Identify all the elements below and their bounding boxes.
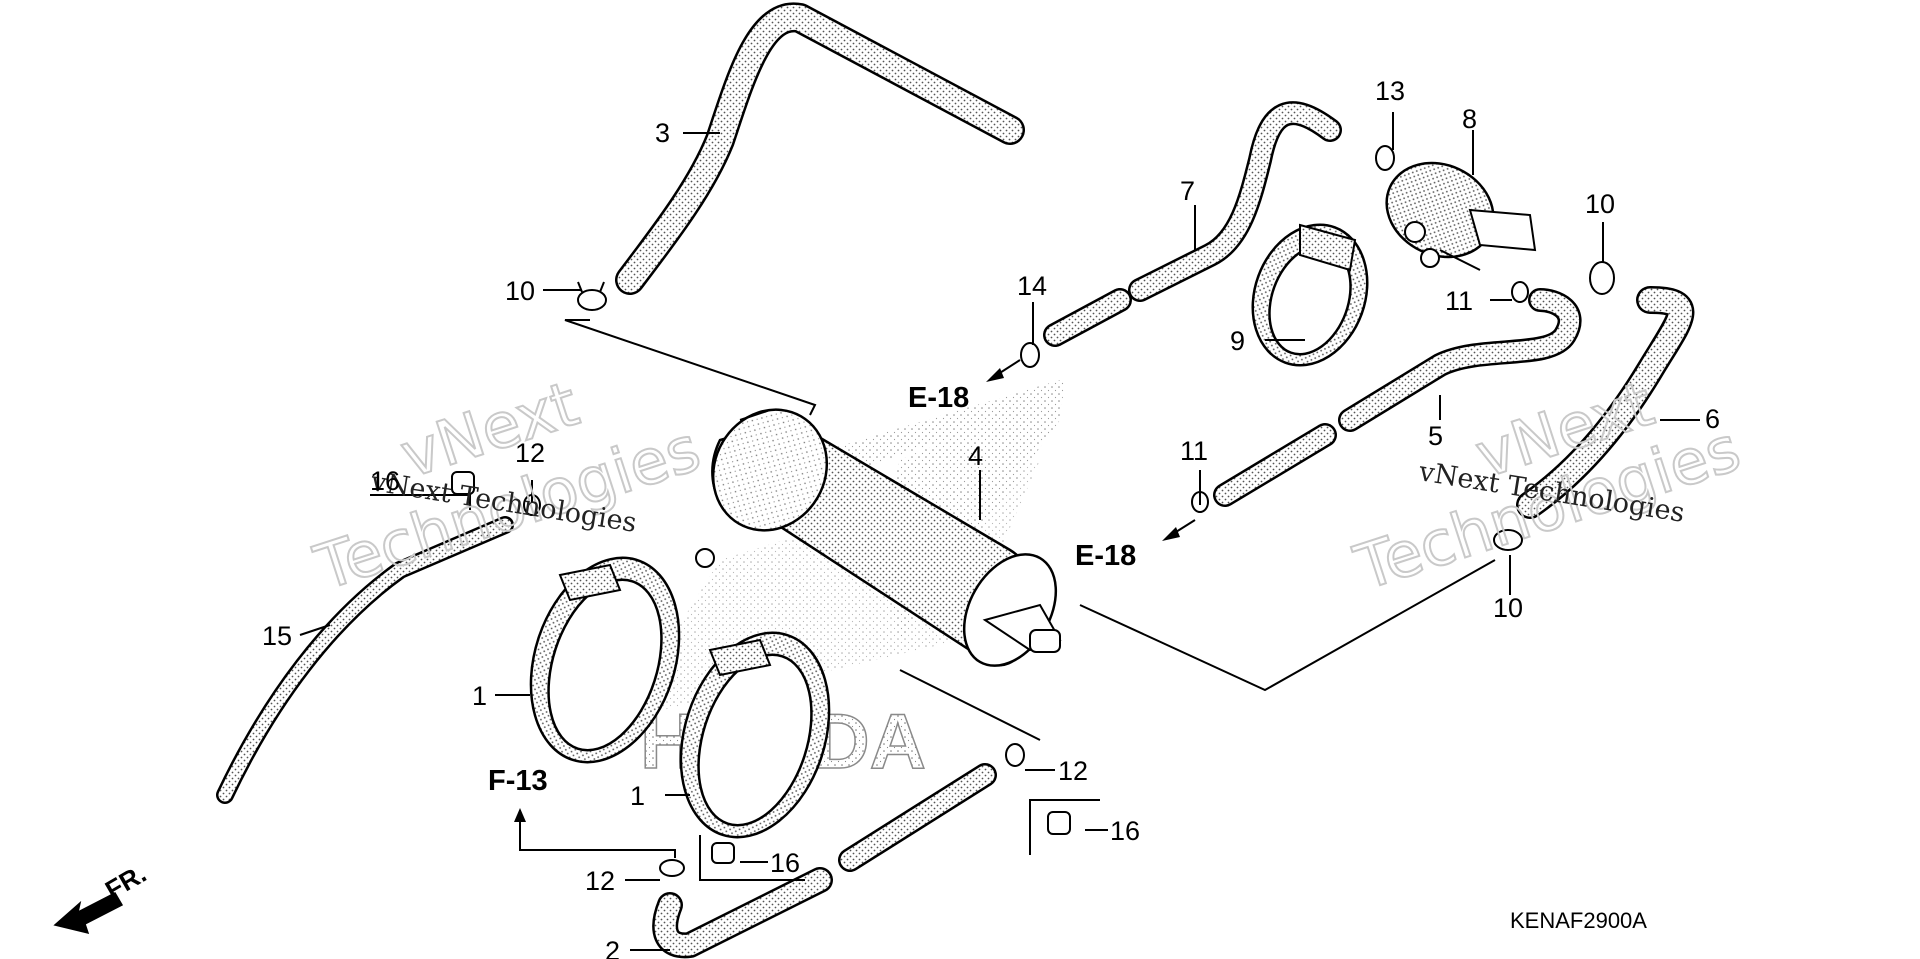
- ref-f13: F-13: [488, 765, 548, 797]
- hose-part-7: [1043, 101, 1342, 347]
- callout-1-lower: 1: [630, 781, 645, 811]
- clamp-part-11-upper: [1511, 281, 1529, 303]
- callout-1-upper: 1: [472, 681, 487, 711]
- arrow-f13: [514, 808, 526, 825]
- band-part-1-upper: [529, 556, 681, 764]
- callout-5: 5: [1428, 421, 1443, 451]
- callout-14: 14: [1017, 271, 1047, 301]
- callout-12-mid: 12: [1058, 756, 1088, 786]
- diagram-code: KENAF2900A: [1510, 908, 1647, 933]
- callout-10-right: 10: [1585, 189, 1615, 219]
- callout-4: 4: [968, 441, 983, 471]
- bracket-part-9: [1251, 223, 1369, 367]
- callout-16-left: 16: [370, 466, 400, 496]
- callout-12-left: 12: [515, 438, 545, 468]
- clamp-part-12-bottom: [659, 859, 685, 877]
- callout-2: 2: [605, 936, 620, 959]
- clamp-part-13: [1375, 145, 1395, 171]
- leader-lines: [299, 112, 1700, 951]
- arrow-e18-top: [986, 359, 1021, 382]
- callout-16-right: 16: [1110, 816, 1140, 846]
- callout-6: 6: [1705, 404, 1720, 434]
- assembly-lines: [519, 319, 1496, 858]
- hose-part-3: [615, 2, 1025, 295]
- clamp-part-10-right: [1589, 261, 1615, 295]
- arrow-e18-mid: [1162, 519, 1196, 541]
- clip-part-16-mid: [699, 835, 805, 881]
- ref-e18-mid: E-18: [1075, 540, 1136, 572]
- clamp-part-10-top-left: [577, 281, 607, 311]
- clamp-part-12-mid: [1005, 743, 1025, 767]
- clip-part-16-right: [1029, 799, 1100, 855]
- callout-7: 7: [1180, 176, 1195, 206]
- callout-3: 3: [655, 118, 670, 148]
- band-part-1-lower: [679, 631, 831, 839]
- ref-e18-top: E-18: [908, 382, 969, 414]
- callout-10-lower: 10: [1493, 593, 1523, 623]
- hose-part-2: [652, 763, 997, 959]
- clamp-part-10-lower: [1493, 529, 1523, 551]
- front-direction-arrow-icon: [53, 892, 124, 935]
- clamp-part-14: [1020, 342, 1040, 368]
- clip-part-16-left: [370, 471, 475, 510]
- valve-part-8: [1385, 161, 1537, 271]
- callout-13: 13: [1375, 76, 1405, 106]
- hose-part-15: [216, 516, 514, 804]
- callout-8: 8: [1462, 104, 1477, 134]
- callout-11-lower: 11: [1180, 436, 1208, 466]
- callout-16-mid: 16: [770, 848, 800, 878]
- callout-12-bottom: 12: [585, 866, 615, 896]
- hose-part-5: [1213, 288, 1582, 507]
- callout-11-upper: 11: [1445, 286, 1473, 316]
- hose-part-6: [1516, 286, 1695, 519]
- callout-10-top-left: 10: [505, 276, 535, 306]
- callout-15: 15: [262, 621, 292, 651]
- callout-9: 9: [1230, 326, 1245, 356]
- canister-part-4: [695, 408, 1062, 667]
